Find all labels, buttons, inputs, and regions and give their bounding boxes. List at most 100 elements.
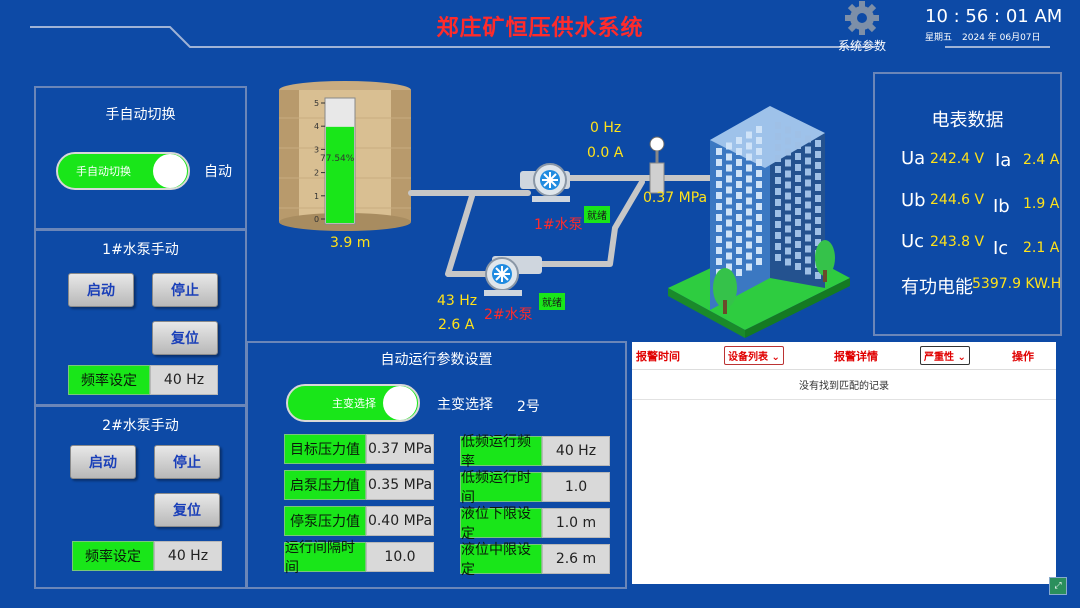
building-window bbox=[795, 131, 801, 138]
pump1-stop-button[interactable]: 停止 bbox=[152, 273, 218, 307]
building-window bbox=[756, 192, 762, 199]
level-mid-setting: 液位中限设定 2.6 m bbox=[460, 542, 610, 578]
stop-pressure-input[interactable]: 0.40 MPa bbox=[366, 506, 434, 536]
toggle-knob bbox=[383, 386, 417, 420]
pump1-manual-title: 1#水泵手动 bbox=[102, 242, 179, 258]
manual-auto-toggle[interactable]: 手自动切换 bbox=[56, 152, 190, 190]
building-window bbox=[785, 137, 791, 145]
chevron-down-icon: ⌄ bbox=[771, 352, 780, 363]
building-window bbox=[815, 140, 821, 147]
building-window bbox=[775, 177, 781, 184]
building-window bbox=[795, 197, 801, 204]
pump2-name-label: 2#水泵 bbox=[484, 307, 533, 323]
building-window bbox=[805, 245, 811, 253]
building-window bbox=[775, 199, 781, 206]
building-window bbox=[756, 159, 762, 166]
low-time-label: 低频运行时间 bbox=[460, 470, 542, 506]
tank-scale-tick-label: 4 bbox=[314, 122, 319, 131]
alarm-empty-message: 没有找到匹配的记录 bbox=[632, 369, 1056, 400]
building-window bbox=[746, 219, 752, 227]
table-row: 没有找到匹配的记录 bbox=[632, 369, 1056, 400]
building-window bbox=[775, 122, 781, 129]
target-pressure-input[interactable]: 0.37 MPa bbox=[366, 434, 434, 464]
low-freq-input[interactable]: 40 Hz bbox=[542, 436, 610, 466]
pump1-start-button[interactable]: 启动 bbox=[68, 273, 134, 307]
pump2-reset-button[interactable]: 复位 bbox=[154, 493, 220, 527]
building-window bbox=[775, 232, 781, 239]
building-window bbox=[785, 247, 791, 255]
pump2-freq-setting: 频率设定 40 Hz bbox=[72, 541, 222, 571]
pump1-freq-setting: 频率设定 40 Hz bbox=[68, 365, 218, 395]
mode-switch-title: 手自动切换 bbox=[105, 107, 176, 123]
building-window bbox=[716, 192, 722, 199]
building-window bbox=[785, 192, 791, 200]
run-interval-input[interactable]: 10.0 bbox=[366, 542, 434, 572]
building-window bbox=[716, 225, 722, 232]
building-window bbox=[785, 214, 791, 222]
pump1-current-readout: 0.0 A bbox=[587, 145, 624, 161]
building-window bbox=[736, 269, 742, 276]
ic-value: 2.1 A bbox=[1023, 240, 1060, 256]
building-window bbox=[756, 236, 762, 243]
level-mid-input[interactable]: 2.6 m bbox=[542, 544, 610, 574]
building-window bbox=[785, 181, 791, 189]
meter-title: 电表数据 bbox=[931, 110, 1004, 131]
col-severity-filter: 严重性 ⌄ bbox=[916, 342, 1008, 370]
building-window bbox=[736, 170, 742, 177]
building-window bbox=[746, 186, 752, 194]
severity-select[interactable]: 严重性 ⌄ bbox=[920, 346, 970, 365]
building-window bbox=[795, 164, 801, 171]
tank-level-fill bbox=[326, 126, 354, 223]
level-mid-label: 液位中限设定 bbox=[460, 542, 542, 578]
building-window bbox=[815, 173, 821, 180]
outlet-pressure-readout: 0.37 MPa bbox=[643, 190, 708, 206]
low-time-input[interactable]: 1.0 bbox=[542, 472, 610, 502]
manual-auto-toggle-label: 手自动切换 bbox=[76, 165, 131, 178]
building-window bbox=[716, 181, 722, 188]
building-window bbox=[815, 162, 821, 169]
pump1-manual-panel: 1#水泵手动 启动 停止 复位 频率设定 40 Hz bbox=[34, 229, 247, 406]
building-icon bbox=[668, 106, 850, 338]
level-low-input[interactable]: 1.0 m bbox=[542, 508, 610, 538]
device-list-select[interactable]: 设备列表 ⌄ bbox=[724, 346, 784, 365]
expand-icon[interactable]: ⤢ bbox=[1049, 577, 1067, 595]
clock-time: 10 : 56 : 01 AM bbox=[925, 6, 1063, 27]
transformer-select-toggle[interactable]: 主变选择 bbox=[286, 384, 420, 422]
start-pressure-input[interactable]: 0.35 MPa bbox=[366, 470, 434, 500]
building-window bbox=[775, 210, 781, 217]
building-window bbox=[746, 230, 752, 238]
system-settings-button[interactable]: 系统参数 bbox=[836, 0, 896, 54]
building-window bbox=[726, 186, 732, 194]
toggle-knob bbox=[153, 154, 187, 188]
low-time-setting: 低频运行时间 1.0 bbox=[460, 470, 610, 506]
building-window bbox=[736, 214, 742, 221]
building-window bbox=[726, 197, 732, 205]
building-window bbox=[756, 203, 762, 210]
building-window bbox=[815, 151, 821, 158]
pump2-icon bbox=[484, 256, 542, 296]
building-window bbox=[736, 247, 742, 254]
pump2-start-button[interactable]: 启动 bbox=[70, 445, 136, 479]
system-settings-label: 系统参数 bbox=[838, 39, 887, 53]
pump2-freq-label: 频率设定 bbox=[72, 541, 154, 571]
building-window bbox=[736, 258, 742, 265]
pump1-freq-input[interactable]: 40 Hz bbox=[150, 365, 218, 395]
building-window bbox=[726, 153, 732, 161]
building-window bbox=[795, 241, 801, 248]
building-window bbox=[815, 206, 821, 213]
pump2-stop-button[interactable]: 停止 bbox=[154, 445, 220, 479]
building-window bbox=[785, 258, 791, 266]
building-window bbox=[716, 170, 722, 177]
pump2-freq-input[interactable]: 40 Hz bbox=[154, 541, 222, 571]
pump1-name-label: 1#水泵 bbox=[534, 217, 583, 233]
building-window bbox=[775, 166, 781, 173]
pump1-reset-button[interactable]: 复位 bbox=[152, 321, 218, 355]
pump1-freq-label: 频率设定 bbox=[68, 365, 150, 395]
building-window bbox=[746, 175, 752, 183]
building-window bbox=[805, 179, 811, 187]
pump2-manual-panel: 2#水泵手动 启动 停止 复位 频率设定 40 Hz bbox=[34, 405, 247, 589]
stop-pressure-setting: 停泵压力值 0.40 MPa bbox=[284, 506, 434, 536]
building-window bbox=[756, 225, 762, 232]
